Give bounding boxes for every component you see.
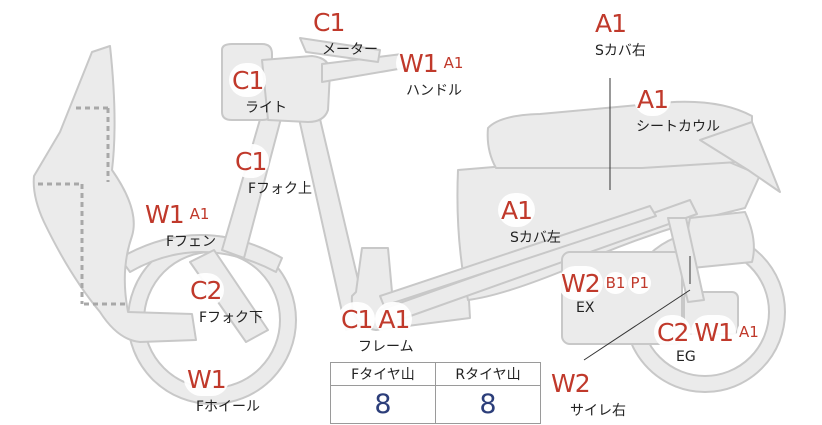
seat-shape: [486, 100, 753, 169]
tire-tread-table: Fタイヤ山 Rタイヤ山 8 8: [330, 362, 541, 424]
tail-cowl-shape: [699, 121, 781, 193]
tire-table-header-row: Fタイヤ山 Rタイヤ山: [330, 362, 541, 386]
code-row: A1: [634, 82, 720, 116]
condition-code-badge: C1: [232, 144, 270, 178]
meter-shape: [299, 37, 381, 63]
part-label: Fフォク上: [248, 181, 313, 197]
frame-rail-lower: [379, 205, 657, 307]
part-s-cover-left: A1 Sカバ左: [498, 193, 561, 247]
part-seat-cowl: A1 シートカウル: [634, 82, 720, 136]
condition-code-badge: B1: [603, 272, 628, 294]
part-label: ライト: [245, 100, 287, 116]
part-label: サイレ右: [570, 403, 626, 419]
code-row: C1: [232, 144, 312, 178]
part-label: ハンドル: [406, 83, 462, 99]
part-f-fender: W1 A1 Fフェン: [142, 197, 216, 251]
part-label: Fフォク下: [199, 310, 264, 326]
part-light: C1 ライト: [229, 63, 287, 117]
code-row: W1 A1: [396, 46, 466, 80]
handlebar-head-shape: [261, 55, 331, 123]
condition-code-badge: A1: [498, 193, 536, 227]
condition-code-badge: A1: [441, 52, 466, 74]
condition-code-badge: C1: [310, 5, 348, 39]
condition-code-badge: A1: [592, 6, 630, 40]
part-f-wheel: W1 Fホイール: [184, 362, 260, 416]
code-row: A1: [498, 193, 561, 227]
code-row: C1 A1: [338, 302, 414, 336]
tire-table-value-row: 8 8: [330, 385, 541, 424]
code-row: C1: [310, 5, 378, 39]
condition-code-badge: A1: [737, 321, 761, 343]
part-f-fork-lower: C2 Fフォク下: [187, 273, 263, 327]
code-row: W2 B1 P1: [558, 266, 652, 300]
part-label: メーター: [322, 42, 378, 58]
front-tire-value: 8: [330, 385, 436, 424]
part-label: Fホイール: [196, 399, 261, 415]
condition-code-badge: A1: [634, 82, 672, 116]
condition-code-badge: W1: [142, 197, 187, 231]
part-label: Sカバ右: [595, 43, 646, 59]
condition-code-badge: P1: [628, 272, 652, 294]
condition-code-badge: W1: [396, 46, 441, 80]
part-label: Sカバ左: [510, 230, 561, 246]
part-s-cover-right: A1 Sカバ右: [592, 6, 646, 60]
code-row: C2 W1 A1: [654, 315, 761, 349]
part-label: EX: [576, 300, 595, 316]
condition-code-badge: W2: [548, 366, 593, 400]
part-frame: C1 A1 フレーム: [338, 302, 414, 356]
part-label: Fフェン: [166, 234, 217, 250]
code-row: C1: [229, 63, 287, 97]
muffler-shape: [686, 211, 755, 269]
code-row: C2: [187, 273, 263, 307]
part-eg: C2 W1 A1 EG: [654, 315, 761, 365]
condition-code-badge: C2: [187, 273, 225, 307]
front-tire-header: Fタイヤ山: [330, 362, 436, 386]
condition-code-badge: C2: [654, 315, 692, 349]
rear-tire-value: 8: [435, 385, 541, 424]
part-muffler-right: W2 サイレ右: [548, 366, 626, 420]
leg-shield-shape: [32, 45, 197, 343]
part-label: シートカウル: [636, 119, 720, 135]
part-label: フレーム: [358, 339, 414, 355]
condition-code-badge: W2: [558, 266, 603, 300]
code-row: W1: [184, 362, 260, 396]
condition-code-badge: W1: [184, 362, 229, 396]
condition-code-badge: A1: [187, 203, 212, 225]
code-row: A1: [592, 6, 646, 40]
part-meter: C1 メーター: [310, 5, 378, 59]
condition-code-badge: C1: [229, 63, 267, 97]
part-f-fork-upper: C1 Fフォク上: [232, 144, 312, 198]
part-label: EG: [676, 349, 696, 365]
condition-code-badge: W1: [691, 315, 736, 349]
part-handle: W1 A1 ハンドル: [396, 46, 466, 100]
rear-shock-shape: [667, 217, 705, 303]
condition-code-badge: C1: [338, 302, 376, 336]
part-ex: W2 B1 P1 EX: [558, 266, 652, 316]
code-row: W2: [548, 366, 626, 400]
leader-line-muffler: [583, 289, 691, 361]
rear-tire-header: Rタイヤ山: [435, 362, 541, 386]
code-row: W1 A1: [142, 197, 216, 231]
condition-code-badge: A1: [375, 302, 413, 336]
